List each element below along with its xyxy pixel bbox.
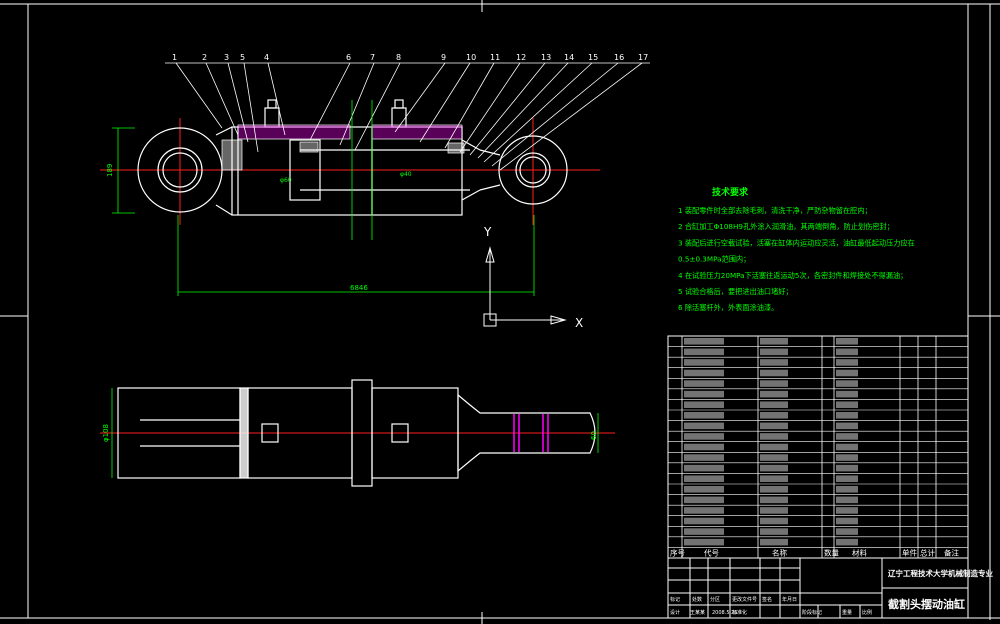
balloon-11: 11 bbox=[490, 53, 500, 62]
balloon-2: 2 bbox=[202, 53, 207, 62]
x-axis-label: X bbox=[575, 316, 583, 330]
plan-view: φ108 60 bbox=[100, 379, 615, 487]
title-block-label: 阶段标记 bbox=[802, 609, 822, 616]
balloon-6: 6 bbox=[346, 53, 351, 62]
parts-header-cell: 序号 bbox=[670, 548, 685, 558]
oil-port-right bbox=[391, 107, 407, 128]
tech-req-item: 5 试验合格后，要把进出油口堵好； bbox=[678, 287, 793, 296]
parts-header-cell: 总计 bbox=[920, 548, 935, 558]
title-block-label: 重量 bbox=[842, 609, 852, 616]
tech-req-item: 6 除活塞杆外，外表面涂油漆。 bbox=[678, 303, 778, 312]
balloon-12: 12 bbox=[516, 53, 526, 62]
balloon-leaders bbox=[165, 62, 650, 171]
title-block-label: 更改文件号 bbox=[732, 596, 757, 603]
rod-dim: φ40 bbox=[400, 171, 412, 178]
design-date: 2008.5.26 bbox=[712, 610, 737, 616]
balloon-10: 10 bbox=[466, 53, 476, 62]
left-eye-bore bbox=[157, 147, 203, 193]
bore-dim: φ60 bbox=[280, 177, 292, 184]
title-block-label: 处数 bbox=[692, 596, 702, 603]
tech-req-item: 0.5±0.3MPa范围内； bbox=[678, 255, 750, 264]
balloon-16: 16 bbox=[614, 53, 624, 62]
plan-width-dim: φ108 bbox=[102, 424, 110, 442]
title-block-label: 标记 bbox=[670, 596, 680, 603]
balloon-9: 9 bbox=[441, 53, 446, 62]
parts-list-table: 序号 代号 名称 数量 材料 单件总计备注 bbox=[667, 335, 969, 559]
tech-req-heading: 技术要求 bbox=[712, 186, 749, 198]
part-name: 截割头摆动油缸 bbox=[888, 597, 965, 611]
technical-requirements: 技术要求 1 装配零件时全部去除毛刺，清洗干净，严防杂物留在腔内； 2 合缸加工Φ… bbox=[678, 186, 915, 312]
oil-port-left bbox=[264, 107, 280, 128]
rod-end-plan bbox=[457, 393, 596, 473]
balloon-13: 13 bbox=[541, 53, 551, 62]
parts-header-cell: 备注 bbox=[944, 548, 959, 558]
title-block-label: 年月日 bbox=[782, 596, 797, 603]
parts-header-cell: 代号 bbox=[704, 548, 719, 558]
balloon-8: 8 bbox=[396, 53, 401, 62]
parts-header-cell: 材料 bbox=[852, 548, 867, 558]
tech-req-item: 2 合缸加工Φ108H9孔外涂入润滑油，其两端倒角，防止划伤密封； bbox=[678, 222, 894, 231]
balloon-17: 17 bbox=[638, 53, 648, 62]
balloon-1: 1 bbox=[172, 53, 177, 62]
y-axis-label: Y bbox=[483, 225, 492, 239]
balloon-3: 3 bbox=[224, 53, 229, 62]
balloon-15: 15 bbox=[588, 53, 598, 62]
title-block-label: 标准化 bbox=[732, 609, 747, 616]
title-block-label: 签名 bbox=[762, 596, 772, 603]
designer-name: 王某某 bbox=[690, 610, 705, 616]
overall-length-dim: 6846 bbox=[350, 284, 368, 292]
tech-req-item: 1 装配零件时全部去除毛刺，清洗干净，严防杂物留在腔内； bbox=[678, 206, 872, 215]
title-block-label: 设计 bbox=[670, 609, 680, 616]
tech-req-item: 3 装配后进行空载试验，活塞在缸体内运动应灵活，油缸最低起动压力应在 bbox=[678, 238, 915, 247]
plan-end-dim: 60 bbox=[590, 431, 598, 440]
section-hatching bbox=[221, 124, 465, 171]
balloon-14: 14 bbox=[564, 53, 574, 62]
balloon-4: 4 bbox=[264, 53, 269, 62]
parts-header-cell: 名称 bbox=[772, 548, 787, 558]
balloon-5: 5 bbox=[240, 53, 245, 62]
right-eye-bore bbox=[515, 152, 551, 188]
right-eye-outer bbox=[498, 135, 568, 205]
title-block: 辽宁工程技术大学机械制造专业 截割头摆动油缸 标记处数分区更改文件号签名年月日 … bbox=[667, 557, 993, 619]
balloon-7: 7 bbox=[370, 53, 375, 62]
front-dimensions bbox=[112, 100, 535, 296]
tech-req-item: 4 在试验压力20MPa下活塞往返运动5次，各密封件和焊接处不得漏油； bbox=[678, 271, 907, 280]
parts-header-cell: 单件 bbox=[902, 548, 917, 558]
title-block-label: 分区 bbox=[710, 596, 720, 603]
ucs-axis-icon bbox=[483, 246, 567, 327]
title-block-label: 比例 bbox=[862, 609, 872, 616]
school-name: 辽宁工程技术大学机械制造专业 bbox=[888, 568, 993, 578]
height-dim: 189 bbox=[106, 164, 114, 177]
parts-header-cell: 数量 bbox=[824, 548, 839, 558]
